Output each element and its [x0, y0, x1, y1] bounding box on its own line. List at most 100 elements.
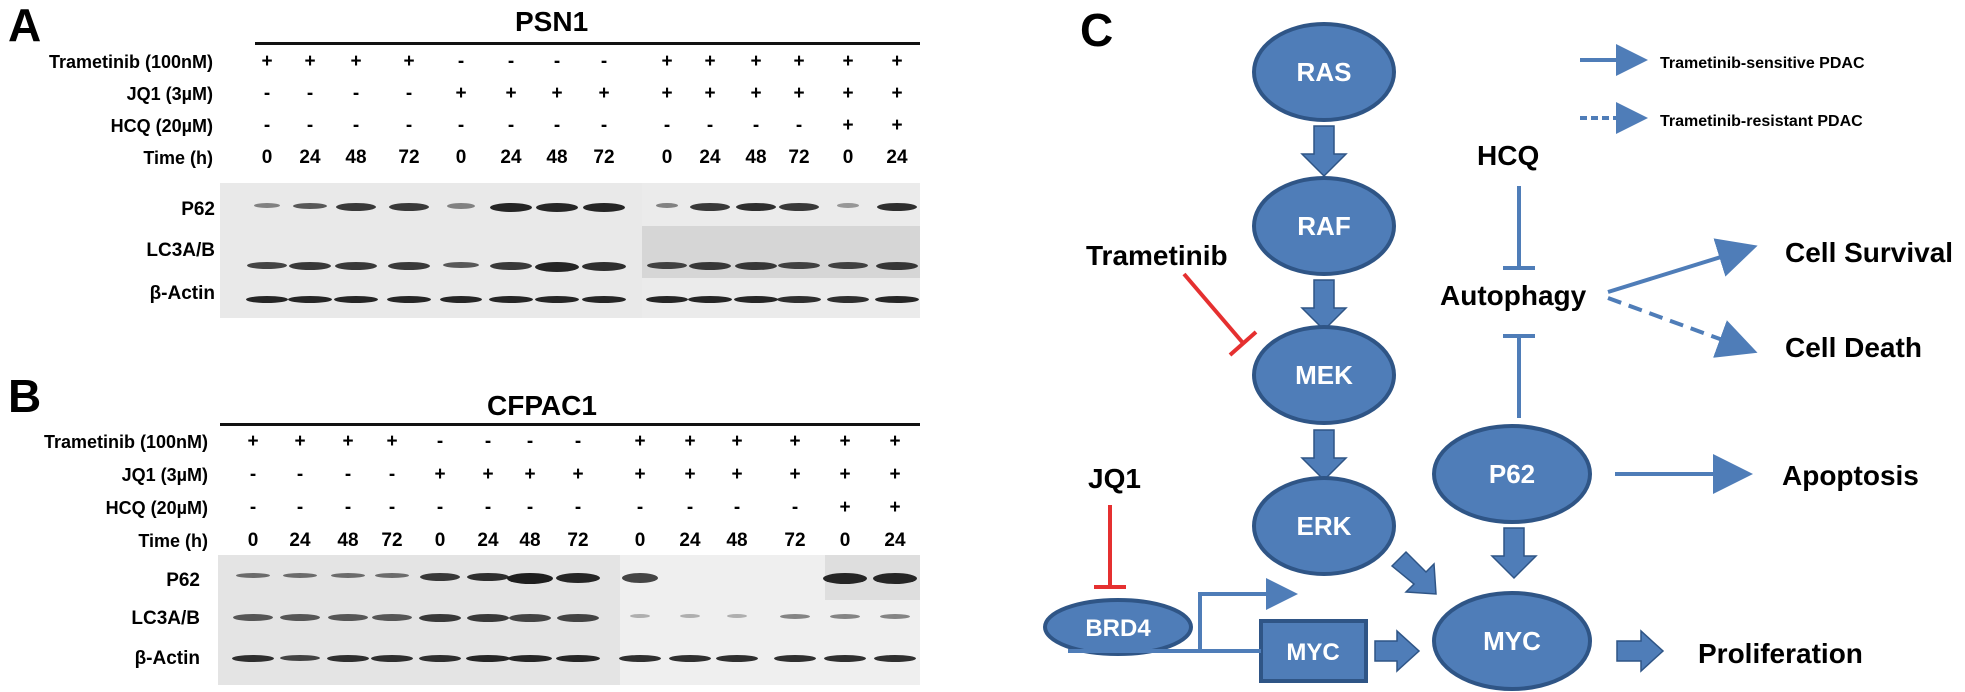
blot-band — [336, 203, 376, 211]
condition-cell: 0 — [634, 530, 646, 551]
condition-cell: - — [686, 497, 694, 518]
condition-cell: + — [294, 431, 306, 452]
condition-cell: - — [526, 497, 534, 518]
condition-cell: - — [507, 51, 515, 72]
blot-band — [535, 296, 579, 303]
condition-cell: - — [507, 115, 515, 136]
blot-band — [489, 296, 533, 303]
blot-band — [371, 655, 413, 662]
blot-band — [690, 203, 730, 211]
condition-cell: - — [436, 431, 444, 452]
condition-cell: 48 — [519, 530, 541, 551]
blot-band — [490, 203, 532, 212]
blot-band — [389, 203, 429, 211]
condition-cell: 24 — [477, 530, 499, 551]
condition-cell: 24 — [679, 530, 701, 551]
brd4-connections — [1068, 578, 1298, 653]
blot-band — [877, 203, 917, 211]
arrow-ras-raf — [1300, 125, 1348, 178]
condition-cell: 0 — [434, 530, 446, 551]
condition-cell: + — [704, 83, 716, 104]
legend-solid-label: Trametinib-sensitive PDAC — [1660, 55, 1865, 72]
condition-cell: 0 — [455, 147, 467, 168]
panel-a-label-lc3: LC3A/B — [146, 240, 215, 261]
blot-band — [824, 655, 866, 662]
arrow-mycgene-myc — [1374, 629, 1421, 673]
label-jq1: JQ1 — [1088, 463, 1141, 494]
condition-cell: - — [263, 115, 271, 136]
condition-cell: - — [344, 497, 352, 518]
condition-label: JQ1 (3µM) — [121, 465, 208, 485]
condition-cell: + — [661, 83, 673, 104]
condition-cell: - — [457, 51, 465, 72]
condition-cell: 24 — [500, 147, 522, 168]
condition-cell: + — [891, 51, 903, 72]
condition-cell: - — [574, 431, 582, 452]
arrow-mek-erk — [1300, 429, 1348, 482]
blot-band — [327, 655, 369, 662]
condition-cell: + — [704, 51, 716, 72]
condition-cell: + — [889, 464, 901, 485]
blot-band — [419, 655, 461, 662]
blot-band — [557, 614, 599, 622]
condition-cell: + — [839, 464, 851, 485]
blot-band — [736, 203, 776, 211]
blot-band — [247, 262, 287, 269]
condition-cell: - — [706, 115, 714, 136]
condition-cell: + — [793, 51, 805, 72]
condition-cell: + — [482, 464, 494, 485]
condition-cell: - — [306, 83, 314, 104]
panel-b-letter: B — [8, 370, 42, 422]
arrow-brd4-transcription — [1198, 578, 1298, 651]
blot-band — [780, 614, 810, 619]
condition-cell: - — [526, 431, 534, 452]
blot-band — [778, 262, 820, 269]
condition-cell: 72 — [567, 530, 589, 551]
blot-band — [837, 203, 859, 208]
inhibitor-lines — [1094, 272, 1258, 589]
label-cell-death: Cell Death — [1785, 332, 1922, 363]
label-hcq: HCQ — [1477, 140, 1539, 171]
blot-band — [280, 655, 320, 661]
blot-band — [622, 573, 658, 583]
condition-cell: + — [598, 83, 610, 104]
condition-cell: + — [350, 51, 362, 72]
blot-band — [556, 573, 600, 583]
blot-band — [647, 262, 687, 269]
node-myc — [1432, 591, 1592, 691]
blot-band — [328, 614, 368, 621]
panel-b-title: CFPAC1 — [487, 390, 597, 421]
condition-cell: - — [352, 83, 360, 104]
condition-cell: - — [752, 115, 760, 136]
label-trametinib: Trametinib — [1086, 240, 1228, 271]
blot-band — [440, 296, 482, 303]
node-ras-label: RAS — [1297, 57, 1352, 87]
blot-band — [777, 296, 821, 303]
condition-cell: + — [789, 431, 801, 452]
autophagy-links — [1503, 186, 1758, 494]
node-erk — [1252, 476, 1396, 576]
blot-band — [293, 203, 327, 209]
condition-cell: - — [663, 115, 671, 136]
condition-cell: + — [684, 464, 696, 485]
condition-label: Trametinib (100nM) — [43, 432, 208, 452]
condition-cell: - — [296, 497, 304, 518]
condition-cell: - — [484, 497, 492, 518]
node-mek-label: MEK — [1295, 360, 1353, 390]
blot-band — [387, 296, 431, 303]
condition-cell: + — [684, 431, 696, 452]
condition-cell: + — [789, 464, 801, 485]
condition-cell: 48 — [546, 147, 568, 168]
condition-cell: + — [247, 431, 259, 452]
condition-cell: 72 — [788, 147, 810, 168]
blot-band — [508, 655, 552, 662]
condition-cell: + — [434, 464, 446, 485]
condition-cell: + — [793, 83, 805, 104]
blot-band — [689, 262, 731, 270]
condition-cell: + — [505, 83, 517, 104]
blot-band — [874, 655, 916, 662]
node-raf — [1252, 176, 1396, 276]
condition-cell: - — [600, 115, 608, 136]
panel-a-title: PSN1 — [515, 6, 589, 37]
panel-a-lc3-shade — [642, 226, 920, 278]
